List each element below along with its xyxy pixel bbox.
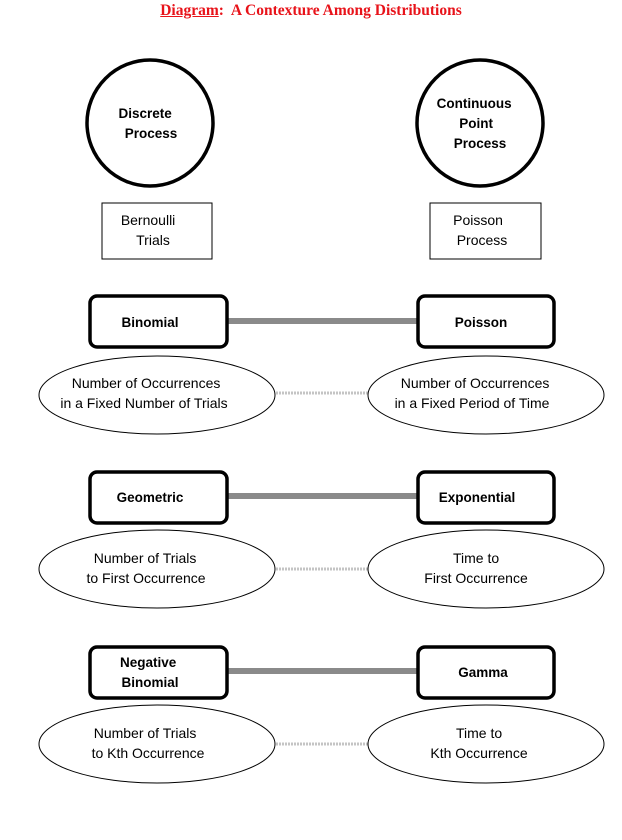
poisson-process-box bbox=[429, 202, 542, 260]
row-binomial-poisson: Binomial Poisson Number of Occurrences i… bbox=[38, 294, 605, 435]
page-title: Diagram: A Contexture Among Distribution… bbox=[160, 2, 462, 19]
negative-binomial-description-ellipse bbox=[38, 704, 276, 784]
row-negative-binomial-gamma: Negative Binomial Gamma Number of Trials… bbox=[38, 645, 605, 784]
bernoulli-trials-box bbox=[101, 202, 213, 260]
binomial-description: Number of Occurrences in a Fixed Number … bbox=[60, 375, 227, 411]
geometric-description: Number of Trials to First Occurrence bbox=[86, 550, 205, 586]
geometric-label: Geometric bbox=[117, 490, 184, 505]
bernoulli-trials-label: Bernoulli Trials bbox=[121, 212, 179, 248]
poisson-label: Poisson bbox=[455, 315, 508, 330]
continuous-point-process-circle bbox=[415, 58, 545, 188]
poisson-process-label: Poisson Process bbox=[453, 212, 507, 248]
binomial-description-ellipse bbox=[38, 355, 276, 435]
geometric-box bbox=[88, 470, 229, 525]
discrete-process-circle bbox=[85, 58, 215, 188]
exponential-description: Time to First Occurrence bbox=[424, 550, 528, 586]
exponential-box bbox=[416, 470, 556, 525]
binomial-box bbox=[88, 294, 229, 349]
poisson-box bbox=[416, 294, 556, 349]
binomial-label: Binomial bbox=[121, 315, 178, 330]
title-text: A Contexture Among Distributions bbox=[230, 2, 462, 19]
gamma-description: Time to Kth Occurrence bbox=[430, 725, 527, 761]
gamma-box bbox=[416, 645, 556, 700]
negative-binomial-label: Negative Binomial bbox=[120, 655, 180, 690]
poisson-description: Number of Occurrences in a Fixed Period … bbox=[395, 375, 554, 411]
gamma-label: Gamma bbox=[458, 665, 508, 680]
exponential-label: Exponential bbox=[439, 490, 516, 505]
row-geometric-exponential: Geometric Exponential Number of Trials t… bbox=[38, 470, 605, 609]
discrete-process-label: Discrete Process bbox=[118, 106, 177, 141]
poisson-description-ellipse bbox=[367, 355, 605, 435]
negative-binomial-box bbox=[88, 645, 229, 700]
negative-binomial-description: Number of Trials to Kth Occurrence bbox=[92, 725, 205, 761]
geometric-description-ellipse bbox=[38, 529, 276, 609]
title-label: Diagram bbox=[160, 2, 219, 19]
continuous-point-process-label: Continuous Point Process bbox=[437, 96, 516, 151]
exponential-description-ellipse bbox=[367, 529, 605, 609]
gamma-description-ellipse bbox=[367, 704, 605, 784]
